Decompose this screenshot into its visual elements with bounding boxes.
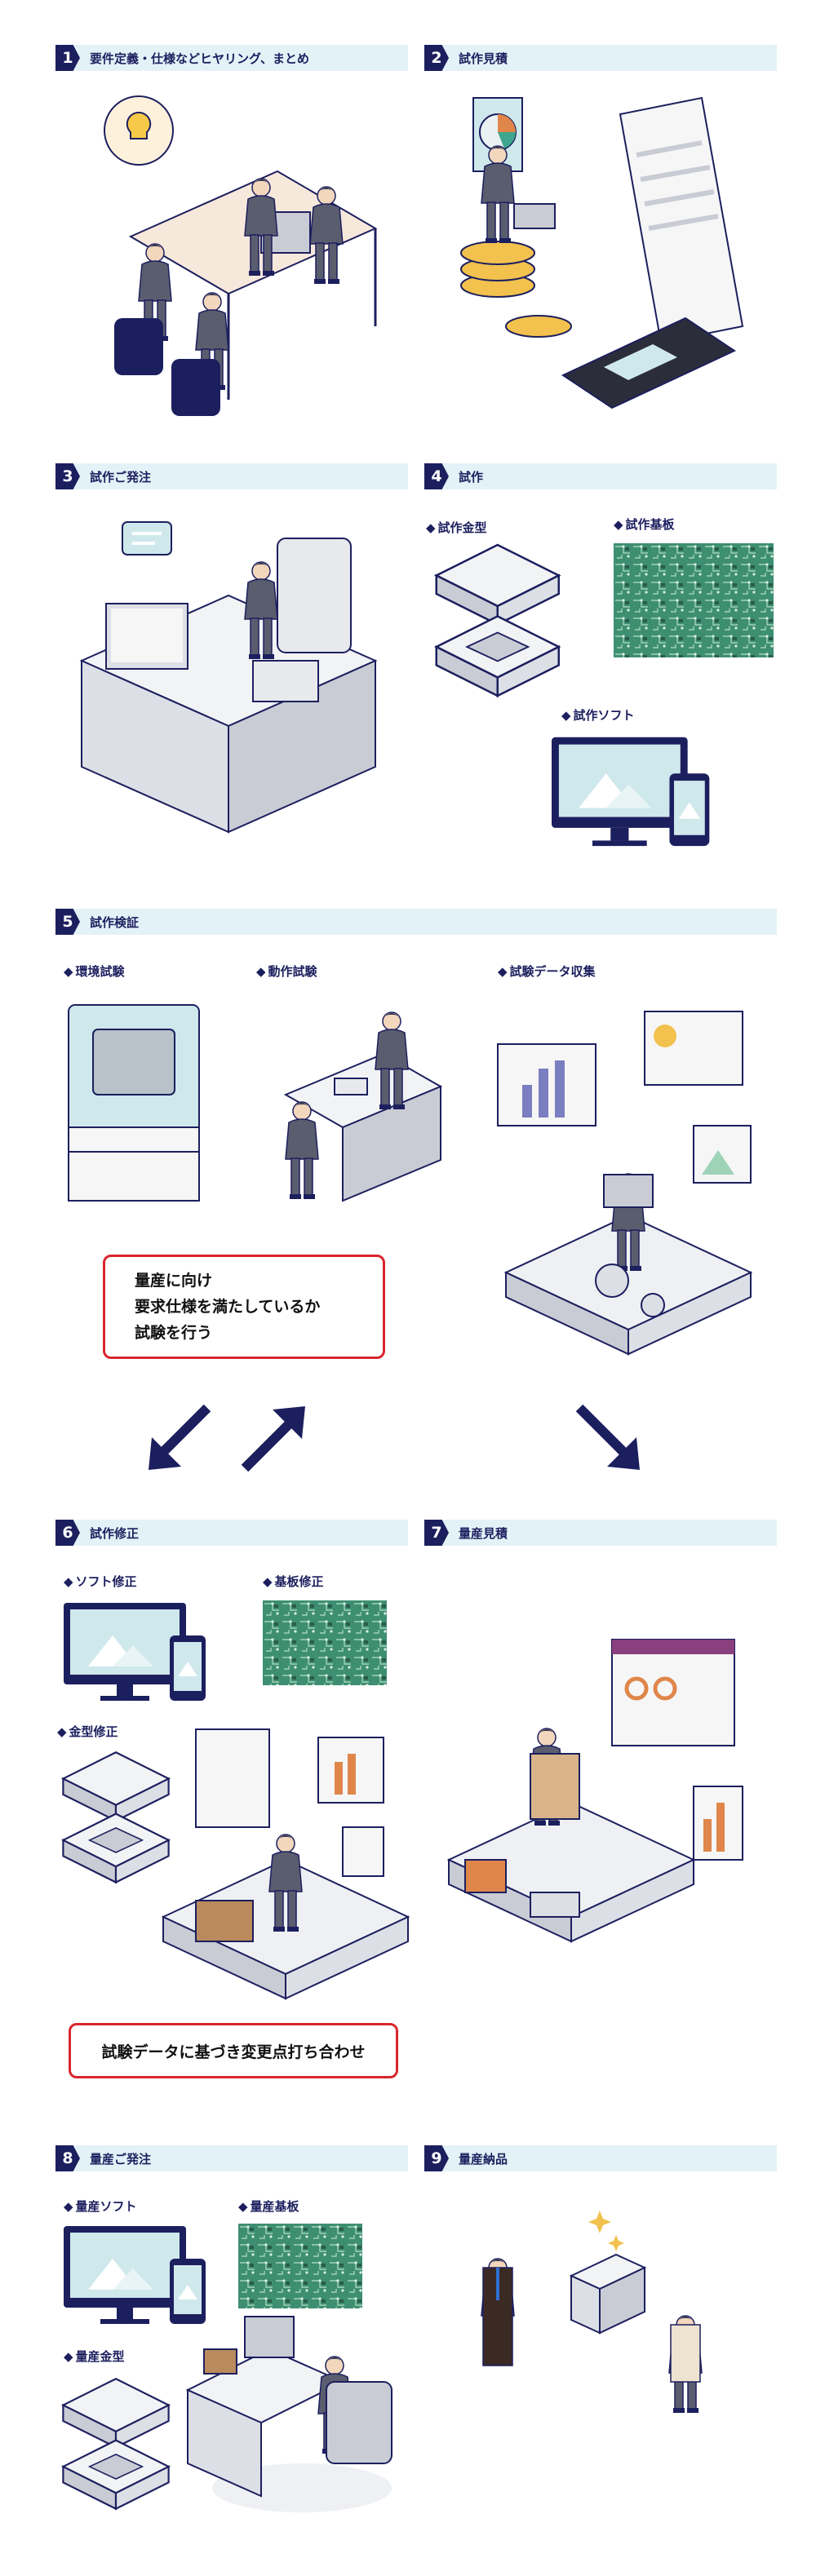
step-title: 試作ご発注 (90, 469, 152, 485)
step-title: 試作修正 (90, 1525, 140, 1541)
step-title: 量産納品 (459, 2151, 508, 2167)
step-7-header: 7 量産見積 (424, 1520, 777, 1546)
operation-test-illustration (283, 1011, 443, 1202)
step-1-header: 1 要件定義・仕様などヒヤリング、まとめ (55, 45, 408, 71)
note-line: 試験を行う (135, 1324, 213, 1342)
step-number: 5 (55, 909, 80, 935)
label-mass-mold: 量産金型 (64, 2348, 125, 2365)
order-illustration (79, 521, 378, 834)
step-title: 要件定義・仕様などヒヤリング、まとめ (90, 51, 309, 66)
meeting-illustration (104, 95, 378, 416)
mass-mold-illustration (62, 2378, 170, 2510)
step-number: 1 (55, 45, 80, 71)
arrow-down-right-icon (575, 1404, 640, 1470)
label-mass-board: 量産基板 (238, 2198, 299, 2215)
step-title: 量産見積 (459, 1525, 508, 1541)
test-data-illustration (497, 1011, 752, 1355)
step-9-header: 9 量産納品 (424, 2145, 777, 2171)
step5-note: 量産に向け 要求仕様を満たしているか 試験を行う (103, 1255, 385, 1359)
label-prototype-board: 試作基板 (614, 516, 675, 533)
step-6-header: 6 試作修正 (55, 1520, 408, 1546)
label-test-data-collection: 試験データ収集 (498, 963, 596, 980)
mold-fix-illustration (62, 1751, 170, 1883)
step-number: 7 (424, 1520, 449, 1546)
label-board-fix: 基板修正 (263, 1573, 324, 1590)
note-line: 量産に向け (135, 1272, 213, 1290)
board-fix-image (263, 1600, 387, 1685)
note-text: 試験データに基づき変更点打ち合わせ (101, 2043, 366, 2061)
prototype-board-image (614, 543, 774, 657)
mass-board-image (238, 2224, 362, 2308)
estimate-illustration (460, 96, 744, 409)
mass-estimate-illustration (448, 1639, 743, 1942)
prototype-software-illustration (552, 737, 710, 847)
fix-review-illustration (162, 1728, 409, 1999)
environment-test-illustration (68, 1004, 200, 1202)
delivery-illustration (481, 2211, 703, 2414)
prototype-mold-illustration (435, 543, 560, 697)
step-number: 4 (424, 463, 449, 489)
step-title: 量産ご発注 (90, 2151, 152, 2167)
step-2-header: 2 試作見積 (424, 45, 777, 71)
software-fix-illustration (64, 1603, 206, 1701)
label-mass-software: 量産ソフト (64, 2198, 137, 2215)
step-number: 6 (55, 1520, 80, 1546)
step-number: 3 (55, 463, 80, 489)
step-number: 2 (424, 45, 449, 71)
arrow-up-right-icon (241, 1406, 305, 1472)
label-mold-fix: 金型修正 (57, 1723, 118, 1740)
label-software-fix: ソフト修正 (64, 1573, 137, 1590)
label-environment-test: 環境試験 (64, 963, 125, 980)
label-prototype-software: 試作ソフト (561, 706, 635, 724)
step-title: 試作検証 (90, 914, 140, 930)
step6-note: 試験データに基づき変更点打ち合わせ (69, 2023, 398, 2078)
step-8-header: 8 量産ご発注 (55, 2145, 408, 2171)
step-title: 試作 (459, 469, 484, 485)
label-prototype-mold: 試作金型 (426, 519, 487, 536)
note-line: 要求仕様を満たしているか (135, 1298, 321, 1316)
step-number: 8 (55, 2145, 80, 2171)
step-3-header: 3 試作ご発注 (55, 463, 408, 489)
step-title: 試作見積 (459, 51, 508, 66)
label-operation-test: 動作試験 (256, 963, 317, 980)
step-number: 9 (424, 2145, 449, 2171)
step-5-header: 5 試作検証 (55, 909, 777, 935)
step-4-header: 4 試作 (424, 463, 777, 489)
arrow-down-left-icon (149, 1404, 211, 1470)
mass-order-illustration (185, 2316, 392, 2512)
